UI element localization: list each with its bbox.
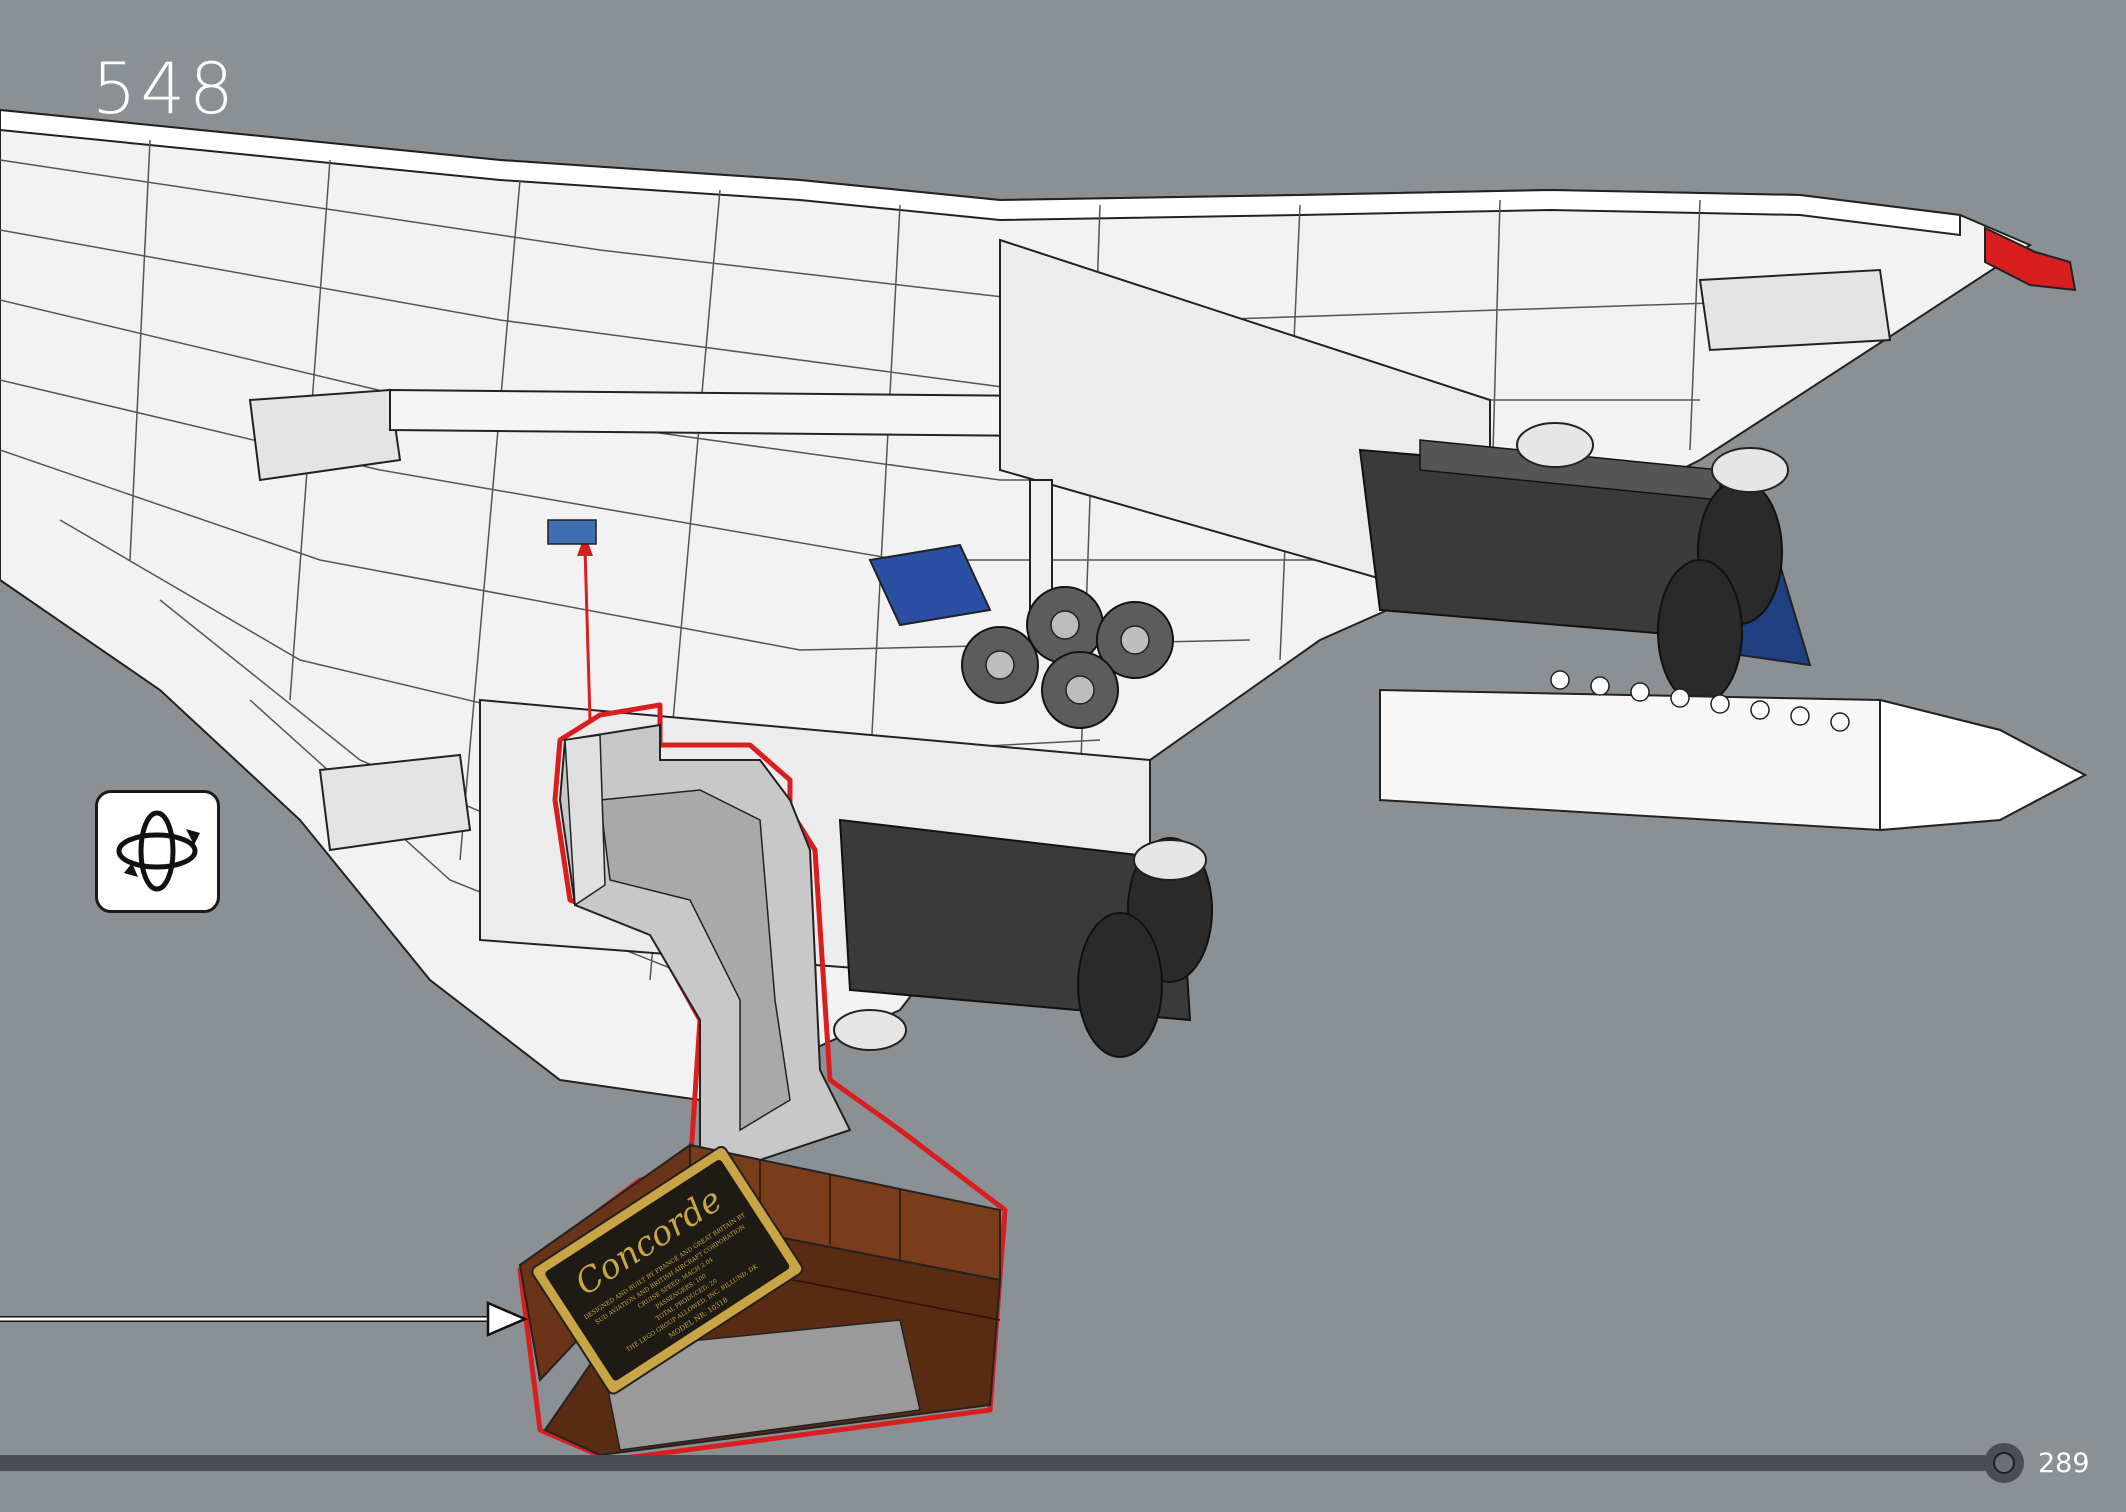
page-circle-icon [1984,1443,2024,1483]
footer-progress-bar [0,1455,1985,1471]
display-stand [517,702,1008,1463]
step-number: 548 [92,48,238,130]
main-landing-gear [868,479,1174,729]
page-number: 289 [2038,1448,2090,1479]
rotate-model-icon [95,790,220,913]
fuselage-nose [1379,670,2088,832]
upper-engine-nacelles [389,238,1789,705]
plaque-pointer-arrow [0,1301,529,1337]
insertion-arrow [547,519,597,721]
